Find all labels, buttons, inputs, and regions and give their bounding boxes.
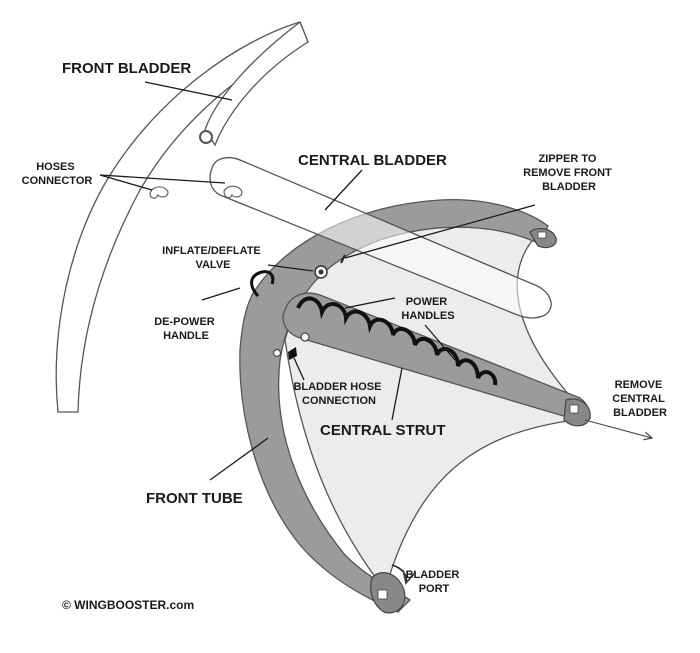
power-handles-leader-2 [424, 324, 456, 361]
label-zipper: ZIPPER TO REMOVE FRONT BLADDER [523, 153, 615, 193]
hoses-leader-left [99, 174, 153, 191]
label-central-strut: CENTRAL STRUT [320, 422, 446, 439]
label-remove-central-bladder: REMOVE CENTRAL BLADDER [612, 379, 667, 419]
hose-connector-right [223, 185, 243, 199]
central-bladder [209, 157, 552, 319]
wingtip-top [529, 228, 557, 249]
label-inflate-valve: INFLATE/DEFLATE VALVE [162, 245, 264, 271]
hoses-leader-right [99, 174, 226, 184]
central-bladder-leader [324, 169, 363, 211]
bladder-port-arrow [391, 564, 406, 583]
strut-tip [563, 398, 591, 427]
valve-leader [267, 264, 314, 272]
de-power-handle [250, 270, 275, 298]
label-central-bladder: CENTRAL BLADDER [298, 152, 447, 169]
label-bladder-port: BLADDER PORT [406, 569, 463, 595]
zipper-mark [340, 254, 346, 264]
remove-central-bladder-arrow [584, 419, 652, 438]
front-tube-leader [209, 437, 269, 481]
power-handles [296, 296, 498, 386]
copyright: © WINGBOOSTER.com [62, 598, 194, 612]
bladder-hose-leader [293, 357, 305, 381]
label-hoses-connector: HOSES CONNECTOR [22, 161, 93, 187]
label-front-bladder: FRONT BLADDER [62, 60, 191, 77]
central-strut-leader [391, 367, 403, 421]
de-power-leader [201, 287, 241, 301]
bladder-hose-port-lower [272, 348, 282, 358]
bladder-hose-port-upper [300, 332, 310, 342]
label-bladder-hose-connection: BLADDER HOSE CONNECTION [293, 381, 384, 407]
label-de-power-handle: DE-POWER HANDLE [154, 316, 218, 342]
power-handles-leader-1 [344, 297, 396, 309]
bladder-hose-connection [288, 347, 297, 360]
hose-connector-left [149, 186, 169, 199]
label-front-tube: FRONT TUBE [146, 490, 243, 507]
wingtip-bottom [370, 572, 406, 614]
zipper-leader [344, 204, 536, 259]
front-bladder-leader [144, 81, 233, 101]
front-bladder-valve-ring [199, 130, 213, 144]
valve-center [318, 269, 324, 275]
front-tube [239, 198, 549, 613]
label-power-handles: POWER HANDLES [401, 296, 454, 322]
